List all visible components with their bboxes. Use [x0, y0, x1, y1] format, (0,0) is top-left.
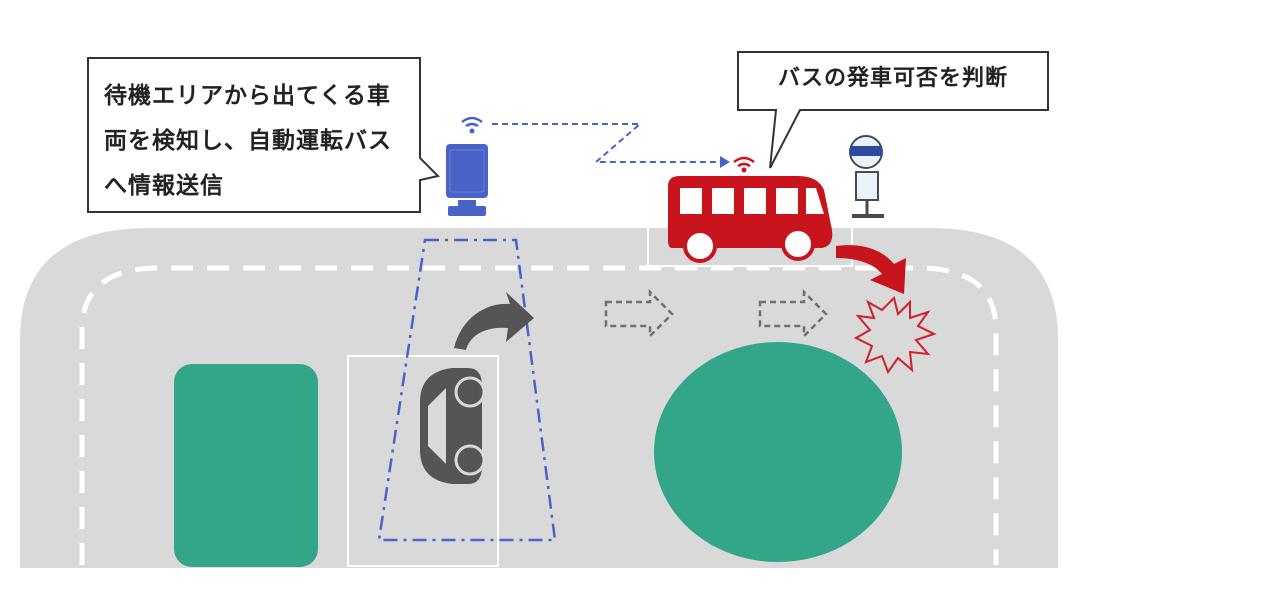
flow-arrow-1	[604, 288, 674, 340]
sensor-wifi-icon	[461, 116, 483, 134]
bus-callout-text: バスの発車可否を判断	[777, 66, 1008, 91]
island-right	[654, 342, 902, 562]
roadside-sensor-icon	[446, 144, 488, 216]
warning-arrow	[836, 245, 906, 294]
sensor-callout-text: 待機エリアから出てくる車 両を検知し、自動運転バス へ情報送信	[104, 74, 414, 209]
communication-arrowhead	[720, 156, 730, 168]
sensor-callout-line-3: へ情報送信	[104, 173, 224, 199]
callout-left-box	[87, 57, 440, 213]
flow-arrow-2	[758, 288, 828, 340]
island-left	[174, 364, 318, 567]
waiting-area	[347, 355, 499, 567]
car-exit-arrow	[454, 292, 534, 350]
detection-zone	[377, 238, 557, 542]
sensor-callout-line-1: 待機エリアから出てくる車	[104, 83, 391, 109]
bus-icon	[668, 176, 833, 263]
bus-wifi-icon	[733, 156, 755, 173]
sensor-callout-line-2: 両を検知し、自動運転バス	[104, 128, 392, 154]
callout-right-box	[737, 51, 1049, 169]
lane-marking	[79, 265, 999, 565]
car-icon	[420, 368, 486, 484]
collision-icon	[853, 296, 937, 375]
communication-link	[492, 123, 720, 163]
bus-stop-icon	[849, 135, 884, 218]
